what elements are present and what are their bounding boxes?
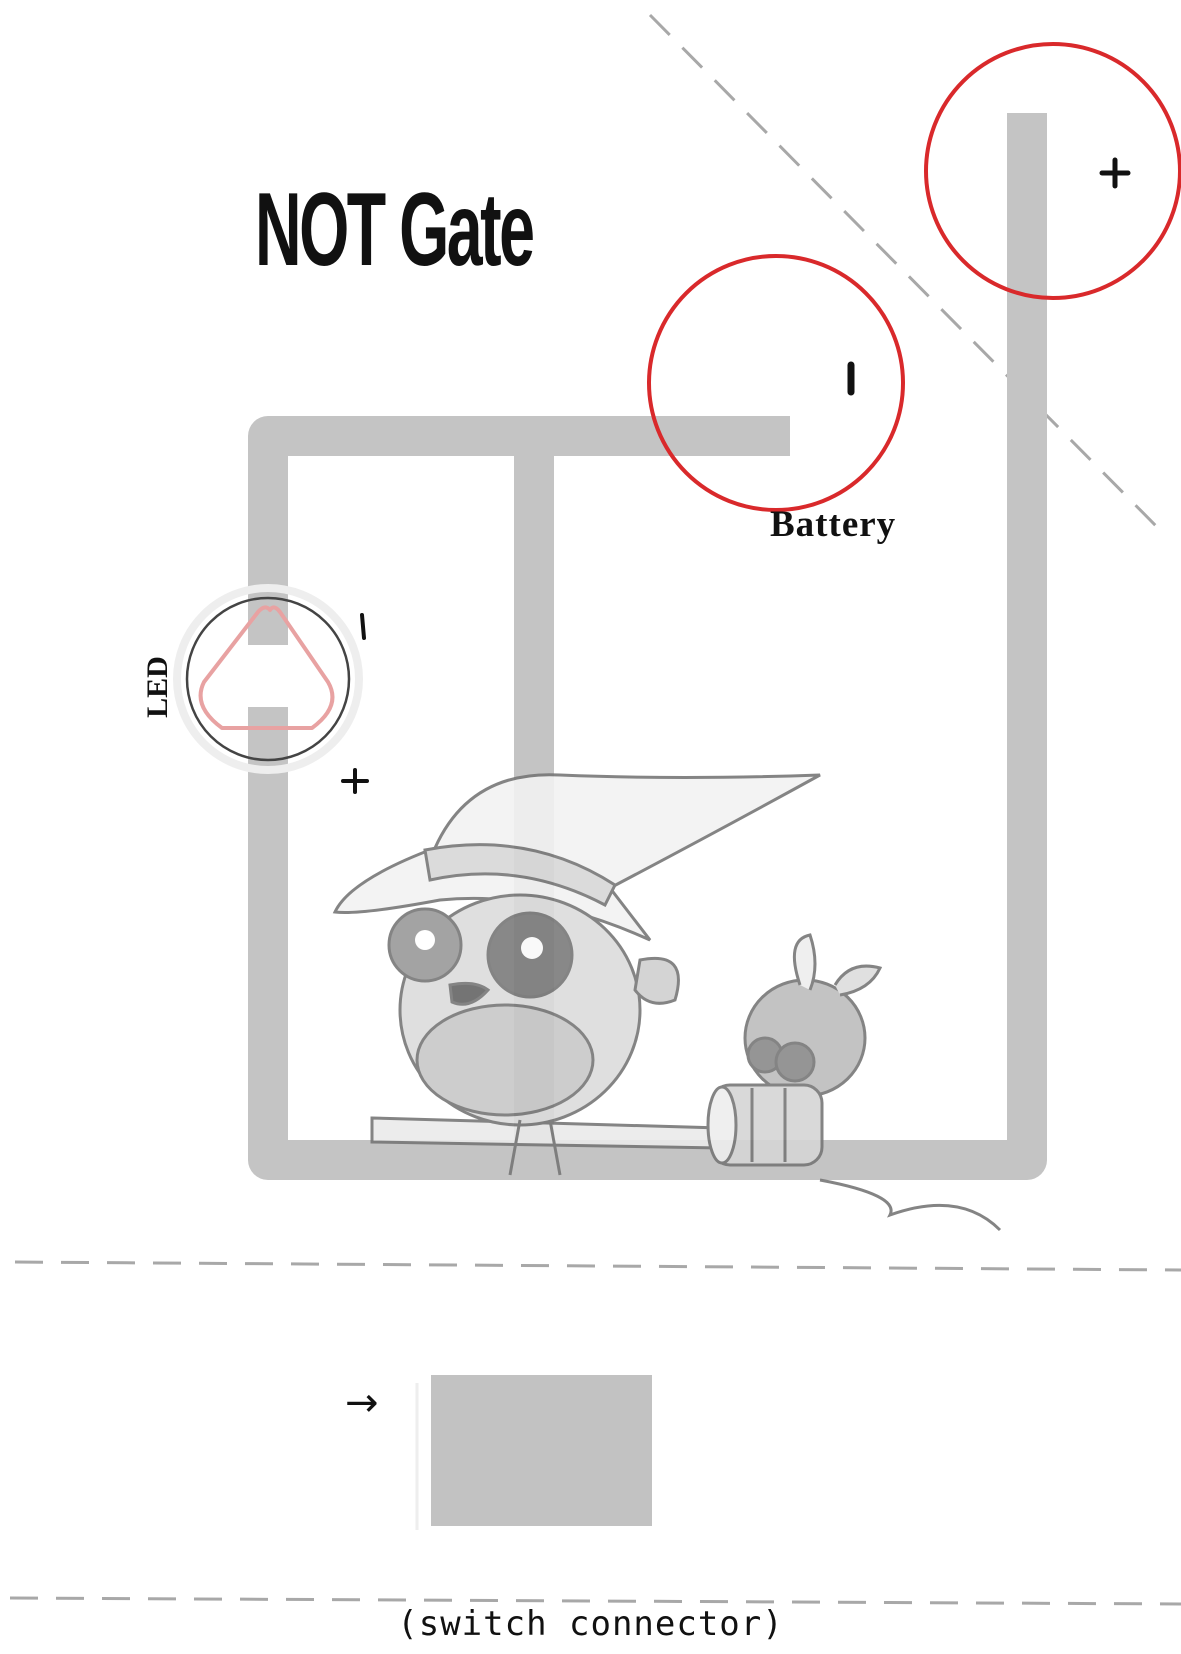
wizard-hat (332, 773, 821, 942)
small-bird-eye-right (774, 1041, 816, 1083)
hat-band (423, 843, 617, 908)
led-halo (173, 584, 363, 774)
switch-connector-caption: (switch connector) (397, 1604, 784, 1644)
battery-plus-terminal (924, 42, 1181, 300)
led-symbol (173, 584, 369, 794)
page-title: NOT Gate (255, 172, 535, 288)
big-bird-beak (448, 981, 491, 1006)
led-minus-icon (360, 613, 366, 640)
separator-dashed-line-top (14, 1260, 1181, 1272)
battery-minus-terminal (647, 254, 905, 512)
arrow-right-icon: → (345, 1380, 379, 1426)
separator-dashed-line-bottom (9, 1596, 1181, 1606)
led-plus-icon (341, 768, 369, 794)
led-triangle-icon (198, 605, 335, 730)
bird-wizard-illustration (332, 773, 1002, 1232)
battery-plus-icon (1099, 157, 1131, 189)
tail-curl (819, 1178, 1002, 1232)
led-circle (185, 596, 351, 762)
battery-label: Battery (770, 504, 897, 545)
top-wire (248, 113, 1047, 1180)
led-label: LED (141, 656, 174, 718)
small-bird-feather (792, 933, 817, 991)
diagonal-cut-line (648, 13, 1167, 537)
led-gap (240, 645, 296, 707)
switch-connector-pad (431, 1375, 652, 1526)
big-bird-belly (415, 1003, 595, 1117)
big-bird-wing (633, 956, 680, 1005)
